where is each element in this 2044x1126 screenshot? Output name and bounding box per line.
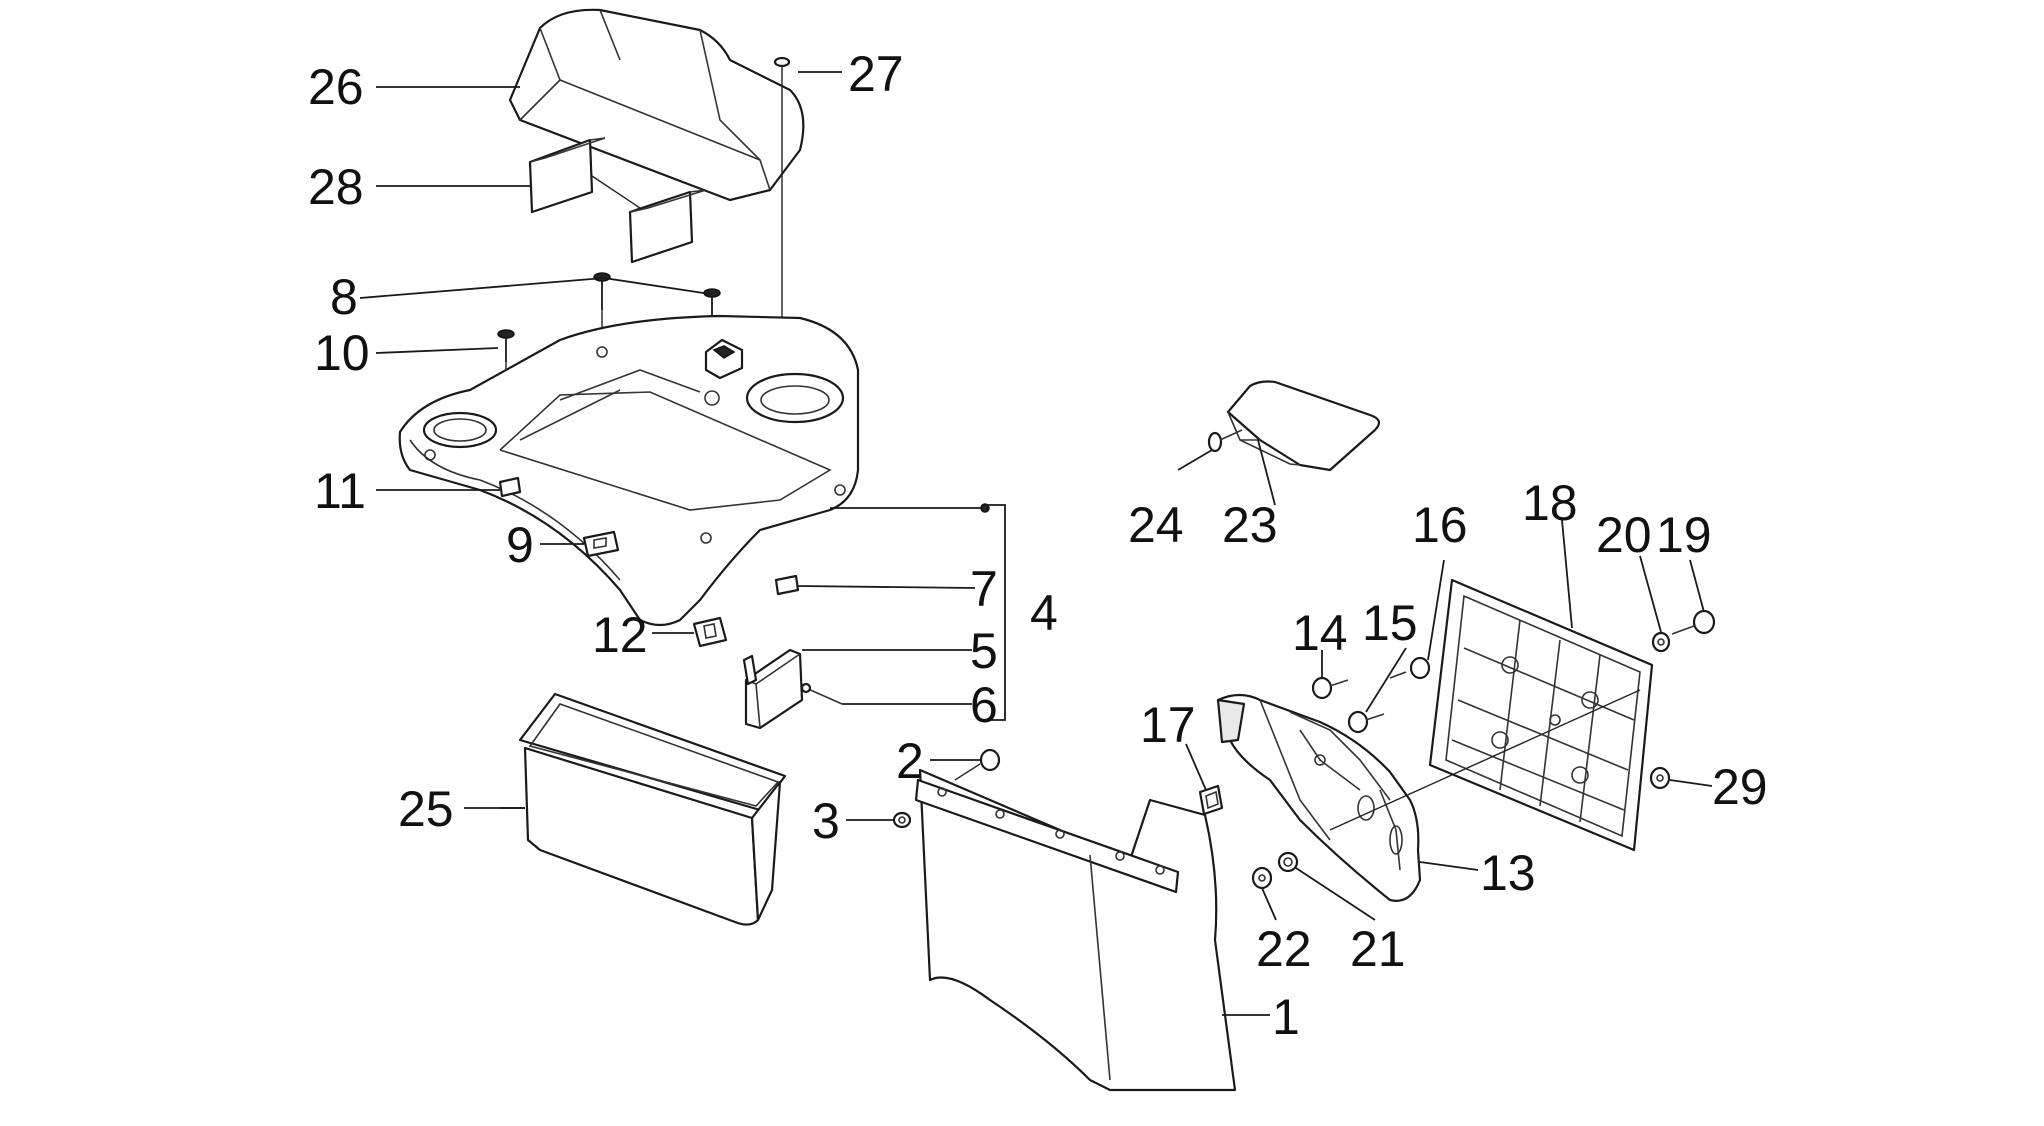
part-2-bolt xyxy=(930,748,1001,781)
label-2: 2 xyxy=(896,733,924,789)
part-3-nut xyxy=(846,811,912,829)
part-22-nut xyxy=(1251,866,1277,921)
label-11: 11 xyxy=(314,463,366,519)
part-13-license-bracket xyxy=(1216,693,1479,902)
part-23-reflector-cover xyxy=(1226,380,1381,506)
label-18: 18 xyxy=(1522,475,1578,531)
part-labels: 26 27 28 8 10 11 9 7 4 12 5 6 25 2 3 1 2… xyxy=(308,46,1768,1045)
label-19: 19 xyxy=(1656,507,1712,563)
label-4: 4 xyxy=(1030,585,1058,641)
label-16: 16 xyxy=(1412,497,1468,553)
part-11-clip xyxy=(376,476,522,498)
part-12-clip xyxy=(652,616,728,648)
label-27: 27 xyxy=(848,46,904,102)
label-6: 6 xyxy=(970,677,998,733)
label-1: 1 xyxy=(1272,989,1300,1045)
part-5-latch-plate xyxy=(742,648,972,730)
label-12: 12 xyxy=(592,607,648,663)
label-3: 3 xyxy=(812,793,840,849)
label-13: 13 xyxy=(1480,845,1536,901)
bracket-4 xyxy=(985,504,1006,721)
part-4-storage-tray xyxy=(398,314,990,627)
label-20: 20 xyxy=(1596,507,1652,563)
label-17: 17 xyxy=(1140,697,1196,753)
label-21: 21 xyxy=(1350,921,1406,977)
label-8: 8 xyxy=(330,269,358,325)
part-19-screw xyxy=(1671,559,1716,635)
part-21-washer xyxy=(1277,851,1376,921)
part-9-clip xyxy=(540,530,620,558)
part-18-license-plate xyxy=(1329,519,1654,852)
label-5: 5 xyxy=(970,623,998,679)
part-24-screw xyxy=(1177,429,1243,471)
label-10: 10 xyxy=(314,325,370,381)
label-7: 7 xyxy=(970,561,998,617)
part-14-screw xyxy=(1311,650,1349,700)
label-23: 23 xyxy=(1222,497,1278,553)
part-25-box xyxy=(518,692,787,926)
label-25: 25 xyxy=(398,781,454,837)
part-7-clip xyxy=(774,574,976,596)
part-16-screw xyxy=(1389,559,1445,680)
label-9: 9 xyxy=(506,517,534,573)
label-26: 26 xyxy=(308,59,364,115)
part-20-washer xyxy=(1639,555,1671,653)
label-22: 22 xyxy=(1256,921,1312,977)
part-15-screw xyxy=(1347,647,1407,734)
label-29: 29 xyxy=(1712,759,1768,815)
part-17-clip-nut xyxy=(1185,743,1224,816)
label-24: 24 xyxy=(1128,497,1184,553)
label-15: 15 xyxy=(1362,595,1418,651)
part-26-top-cover xyxy=(508,8,805,202)
part-6-pin xyxy=(800,682,972,705)
label-28: 28 xyxy=(308,159,364,215)
part-28-pads xyxy=(528,137,707,264)
part-1-mudflap xyxy=(914,768,1270,1092)
label-14: 14 xyxy=(1292,605,1348,661)
leaders-left xyxy=(359,71,842,809)
part-29-nut xyxy=(1649,766,1713,790)
